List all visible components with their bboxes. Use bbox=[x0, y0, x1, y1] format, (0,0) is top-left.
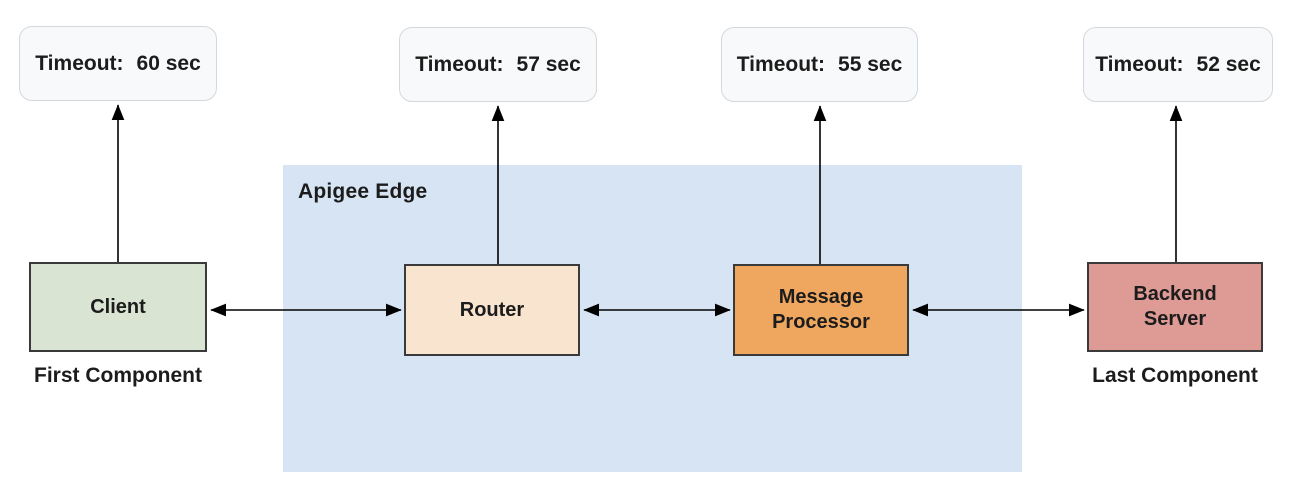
last-component-caption: Last Component bbox=[1092, 364, 1258, 387]
timeout-box-router: Timeout: 57 sec bbox=[399, 27, 597, 102]
timeout-box-backend: Timeout: 52 sec bbox=[1083, 27, 1273, 102]
timeout-value: 60 sec bbox=[136, 51, 201, 75]
timeout-box-processor: Timeout: 55 sec bbox=[721, 27, 918, 102]
timeout-prefix: Timeout: bbox=[736, 52, 826, 76]
timeout-value: 55 sec bbox=[838, 52, 903, 76]
timeout-value: 57 sec bbox=[516, 52, 581, 76]
component-label: Client bbox=[90, 295, 146, 318]
timeout-prefix: Timeout: bbox=[415, 52, 504, 76]
component-client: Client bbox=[29, 262, 207, 352]
component-label: Backend Server bbox=[1133, 283, 1217, 330]
timeout-prefix: Timeout: bbox=[1095, 52, 1184, 76]
component-message-processor: Message Processor bbox=[733, 264, 909, 356]
component-router: Router bbox=[404, 264, 580, 356]
first-component-caption: First Component bbox=[34, 364, 202, 387]
component-label: Router bbox=[459, 298, 525, 321]
component-label: Message Processor bbox=[772, 286, 870, 333]
timeout-box-client: Timeout: 60 sec bbox=[19, 26, 217, 101]
apigee-edge-region: Apigee Edge bbox=[283, 165, 1022, 472]
apigee-edge-label: Apigee Edge bbox=[298, 180, 428, 203]
component-backend-server: Backend Server bbox=[1087, 262, 1263, 352]
timeout-prefix: Timeout: bbox=[35, 51, 124, 75]
timeout-value: 52 sec bbox=[1196, 52, 1261, 76]
